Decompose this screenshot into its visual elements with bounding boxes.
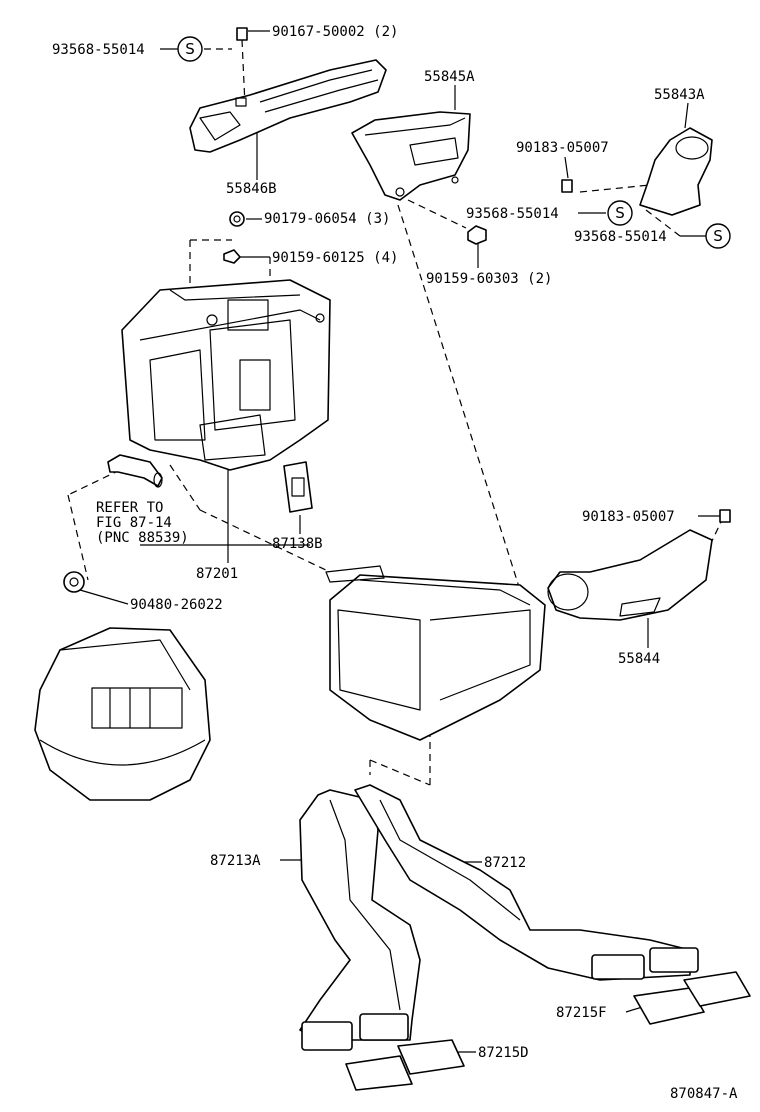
duct-55846b-shape bbox=[189, 59, 387, 153]
label-55844: 55844 bbox=[618, 651, 660, 667]
duct-87213a-shape bbox=[299, 789, 421, 1051]
label-87212: 87212 bbox=[484, 855, 526, 871]
grommet-shape bbox=[63, 571, 85, 593]
refer-note-line-3: (PNC 88539) bbox=[96, 530, 189, 546]
blower-shape bbox=[34, 627, 211, 801]
label-90159-60303: 90159-60303 (2) bbox=[426, 271, 552, 287]
heater-center-shape bbox=[325, 565, 546, 741]
label-93568-55014-top: 93568-55014 bbox=[52, 42, 145, 58]
s-symbol-top: S bbox=[177, 36, 203, 62]
s-symbol-text: S bbox=[615, 204, 625, 222]
label-87138b: 87138B bbox=[272, 536, 323, 552]
label-90179-06054: 90179-06054 (3) bbox=[264, 211, 390, 227]
duct-55844-shape bbox=[547, 529, 713, 621]
duct-55843a-shape bbox=[639, 127, 713, 216]
hose-shape bbox=[107, 454, 163, 488]
label-87201: 87201 bbox=[196, 566, 238, 582]
label-87213a: 87213A bbox=[210, 853, 261, 869]
label-90183-05007-a: 90183-05007 bbox=[516, 140, 609, 156]
label-87215f: 87215F bbox=[556, 1005, 607, 1021]
label-90159-60125: 90159-60125 (4) bbox=[272, 250, 398, 266]
label-55843a: 55843A bbox=[654, 87, 705, 103]
refer-note-line-2: FIG 87-14 bbox=[96, 515, 172, 531]
duct-55845a-shape bbox=[351, 111, 471, 201]
label-55845a: 55845A bbox=[424, 69, 475, 85]
clip-shapes bbox=[223, 27, 731, 523]
duct-87212-shape bbox=[354, 784, 699, 981]
outlet-87215d-shape bbox=[345, 1039, 465, 1091]
label-93568-55014-right: 93568-55014 bbox=[574, 229, 667, 245]
refer-note-line-1: REFER TO bbox=[96, 500, 163, 516]
label-90167-50002: 90167-50002 (2) bbox=[272, 24, 398, 40]
leader-lines bbox=[67, 30, 723, 1053]
heater-unit-87201-shape bbox=[121, 279, 331, 471]
s-symbol-mid: S bbox=[607, 200, 633, 226]
outlet-87215f-shape bbox=[633, 971, 751, 1025]
label-55846b: 55846B bbox=[226, 181, 277, 197]
s-symbol-text: S bbox=[713, 227, 723, 245]
label-93568-55014-mid: 93568-55014 bbox=[466, 206, 559, 222]
footer-code: 870847-A bbox=[670, 1086, 738, 1102]
label-87215d: 87215D bbox=[478, 1045, 529, 1061]
s-symbol-right: S bbox=[705, 223, 731, 249]
s-symbol-text: S bbox=[185, 40, 195, 58]
resistor-87138b-shape bbox=[283, 461, 313, 513]
label-90183-05007-b: 90183-05007 bbox=[582, 509, 675, 525]
label-90480-26022: 90480-26022 bbox=[130, 597, 223, 613]
